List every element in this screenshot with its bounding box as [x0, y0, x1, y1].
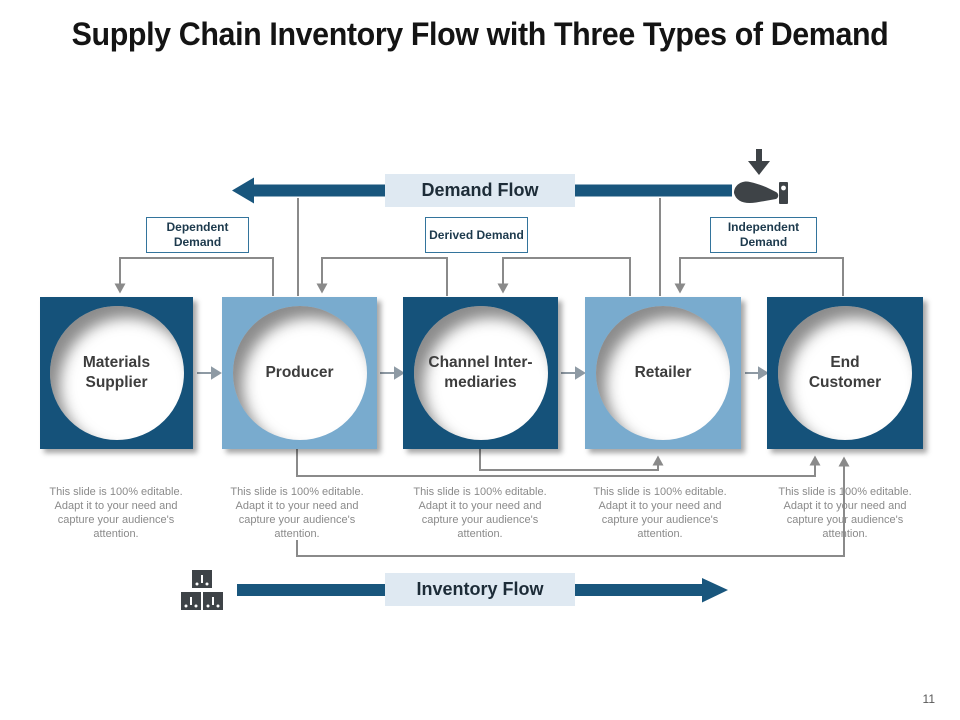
demand-brackets — [119, 257, 844, 296]
demand-type-label-derived: Derived Demand — [425, 217, 528, 253]
node-label: Producer — [265, 363, 334, 381]
node-circle: End Customer — [778, 306, 912, 440]
page-title: Supply Chain Inventory Flow with Three T… — [71, 16, 889, 52]
editable-caption: This slide is 100% editable. Adapt it to… — [413, 486, 547, 540]
node-retailer: Retailer — [585, 297, 741, 449]
stacked-boxes-icon — [181, 570, 223, 610]
node-label: Materials Supplier — [82, 353, 151, 391]
node-link-arrows — [197, 366, 769, 380]
node-materials-supplier: Materials Supplier — [40, 297, 193, 449]
demand-flow-label: Demand Flow — [385, 174, 575, 207]
bracket-dependent — [119, 257, 274, 296]
node-circle: Retailer — [596, 306, 730, 440]
connector-channel-retailer — [479, 449, 659, 471]
bracket-derived-b — [502, 257, 631, 296]
page-number: 11 — [922, 692, 935, 706]
editable-caption: This slide is 100% editable. Adapt it to… — [49, 486, 183, 540]
node-circle: Producer — [232, 306, 367, 440]
node-producer: Producer — [222, 297, 377, 449]
inventory-flow-label: Inventory Flow — [385, 573, 575, 606]
editable-caption: This slide is 100% editable. Adapt it to… — [230, 486, 364, 540]
node-label: Channel Inter- mediaries — [428, 353, 533, 391]
demand-bracket-arrowheads — [114, 283, 686, 294]
node-end-customer: End Customer — [767, 297, 923, 449]
connector-lower-bracket — [296, 466, 845, 557]
editable-caption: This slide is 100% editable. Adapt it to… — [778, 486, 912, 540]
connector-producer-endcustomer — [296, 449, 816, 477]
editable-caption: This slide is 100% editable. Adapt it to… — [593, 486, 727, 540]
bottom-connectors — [296, 449, 845, 557]
demand-type-label-dependent: Dependent Demand — [146, 217, 249, 253]
node-circle: Channel Inter- mediaries — [413, 306, 548, 440]
demand-type-label-independent: Independent Demand — [710, 217, 817, 253]
bracket-derived-a — [321, 257, 448, 296]
bracket-independent — [679, 257, 844, 296]
node-channel-intermediaries: Channel Inter- mediaries — [403, 297, 558, 449]
bottom-connector-arrowheads — [652, 455, 850, 467]
node-label: End Customer — [808, 353, 882, 391]
demand-stems — [297, 198, 661, 296]
node-circle: Materials Supplier — [49, 306, 184, 440]
node-label: Retailer — [634, 363, 692, 381]
hand-receive-icon — [734, 149, 788, 204]
